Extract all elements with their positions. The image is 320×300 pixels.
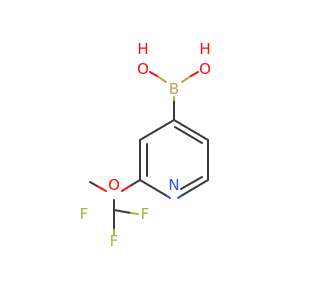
bond-c4-c3: [139, 119, 175, 141]
bond-o-cf3-carbon-half: [89, 181, 98, 187]
boronic-acid-bonds: [149, 71, 199, 121]
atom-boron: B: [169, 80, 179, 98]
bond-b-o-right: [181, 75, 192, 83]
bond-b-o-right-oxygen-half: [190, 71, 199, 77]
bond-c2-o: [129, 179, 141, 187]
atom-oxygen-hydroxyl-right: O: [199, 60, 211, 78]
bond-c6-n-inner: [180, 176, 203, 190]
canvas-background: [0, 0, 300, 300]
bond-o-cf3: [96, 185, 107, 192]
bond-c6-n: [180, 179, 209, 197]
atom-fluorine-bottom: F: [110, 232, 119, 250]
atom-fluorine-left: F: [80, 205, 89, 223]
pyridine-ring-bonds: [139, 119, 209, 197]
bond-b-o-left: [156, 75, 167, 83]
trifluoromethoxy-bonds: [89, 179, 141, 236]
bond-n-c2: [139, 179, 168, 197]
bond-n-c2-nitrogen-end: [166, 195, 171, 199]
bond-n-c6-nitrogen-end: [177, 195, 182, 199]
nitrogen-bond-ends: [166, 195, 182, 199]
molecule-structure: B O H O H N O F F F: [0, 0, 300, 300]
bond-c4-c5-inner: [174, 126, 203, 144]
bond-b-o-left-oxygen-half: [149, 71, 158, 77]
atom-fluorine-right: F: [141, 205, 150, 223]
bond-c2-o-oxygen-half: [121, 185, 131, 192]
atom-labels: B O H O H N O F F F: [80, 40, 211, 250]
bond-c4-c5: [173, 119, 209, 141]
bond-c-f-right-fluorine-half: [130, 212, 139, 215]
bond-c-f-right: [113, 209, 132, 214]
atom-oxygen-ether: O: [108, 176, 120, 194]
atom-hydrogen-hydroxyl-left: H: [137, 40, 148, 58]
atom-oxygen-hydroxyl-left: O: [137, 60, 149, 78]
atom-hydrogen-hydroxyl-right: H: [199, 40, 210, 58]
atom-nitrogen: N: [168, 176, 179, 194]
